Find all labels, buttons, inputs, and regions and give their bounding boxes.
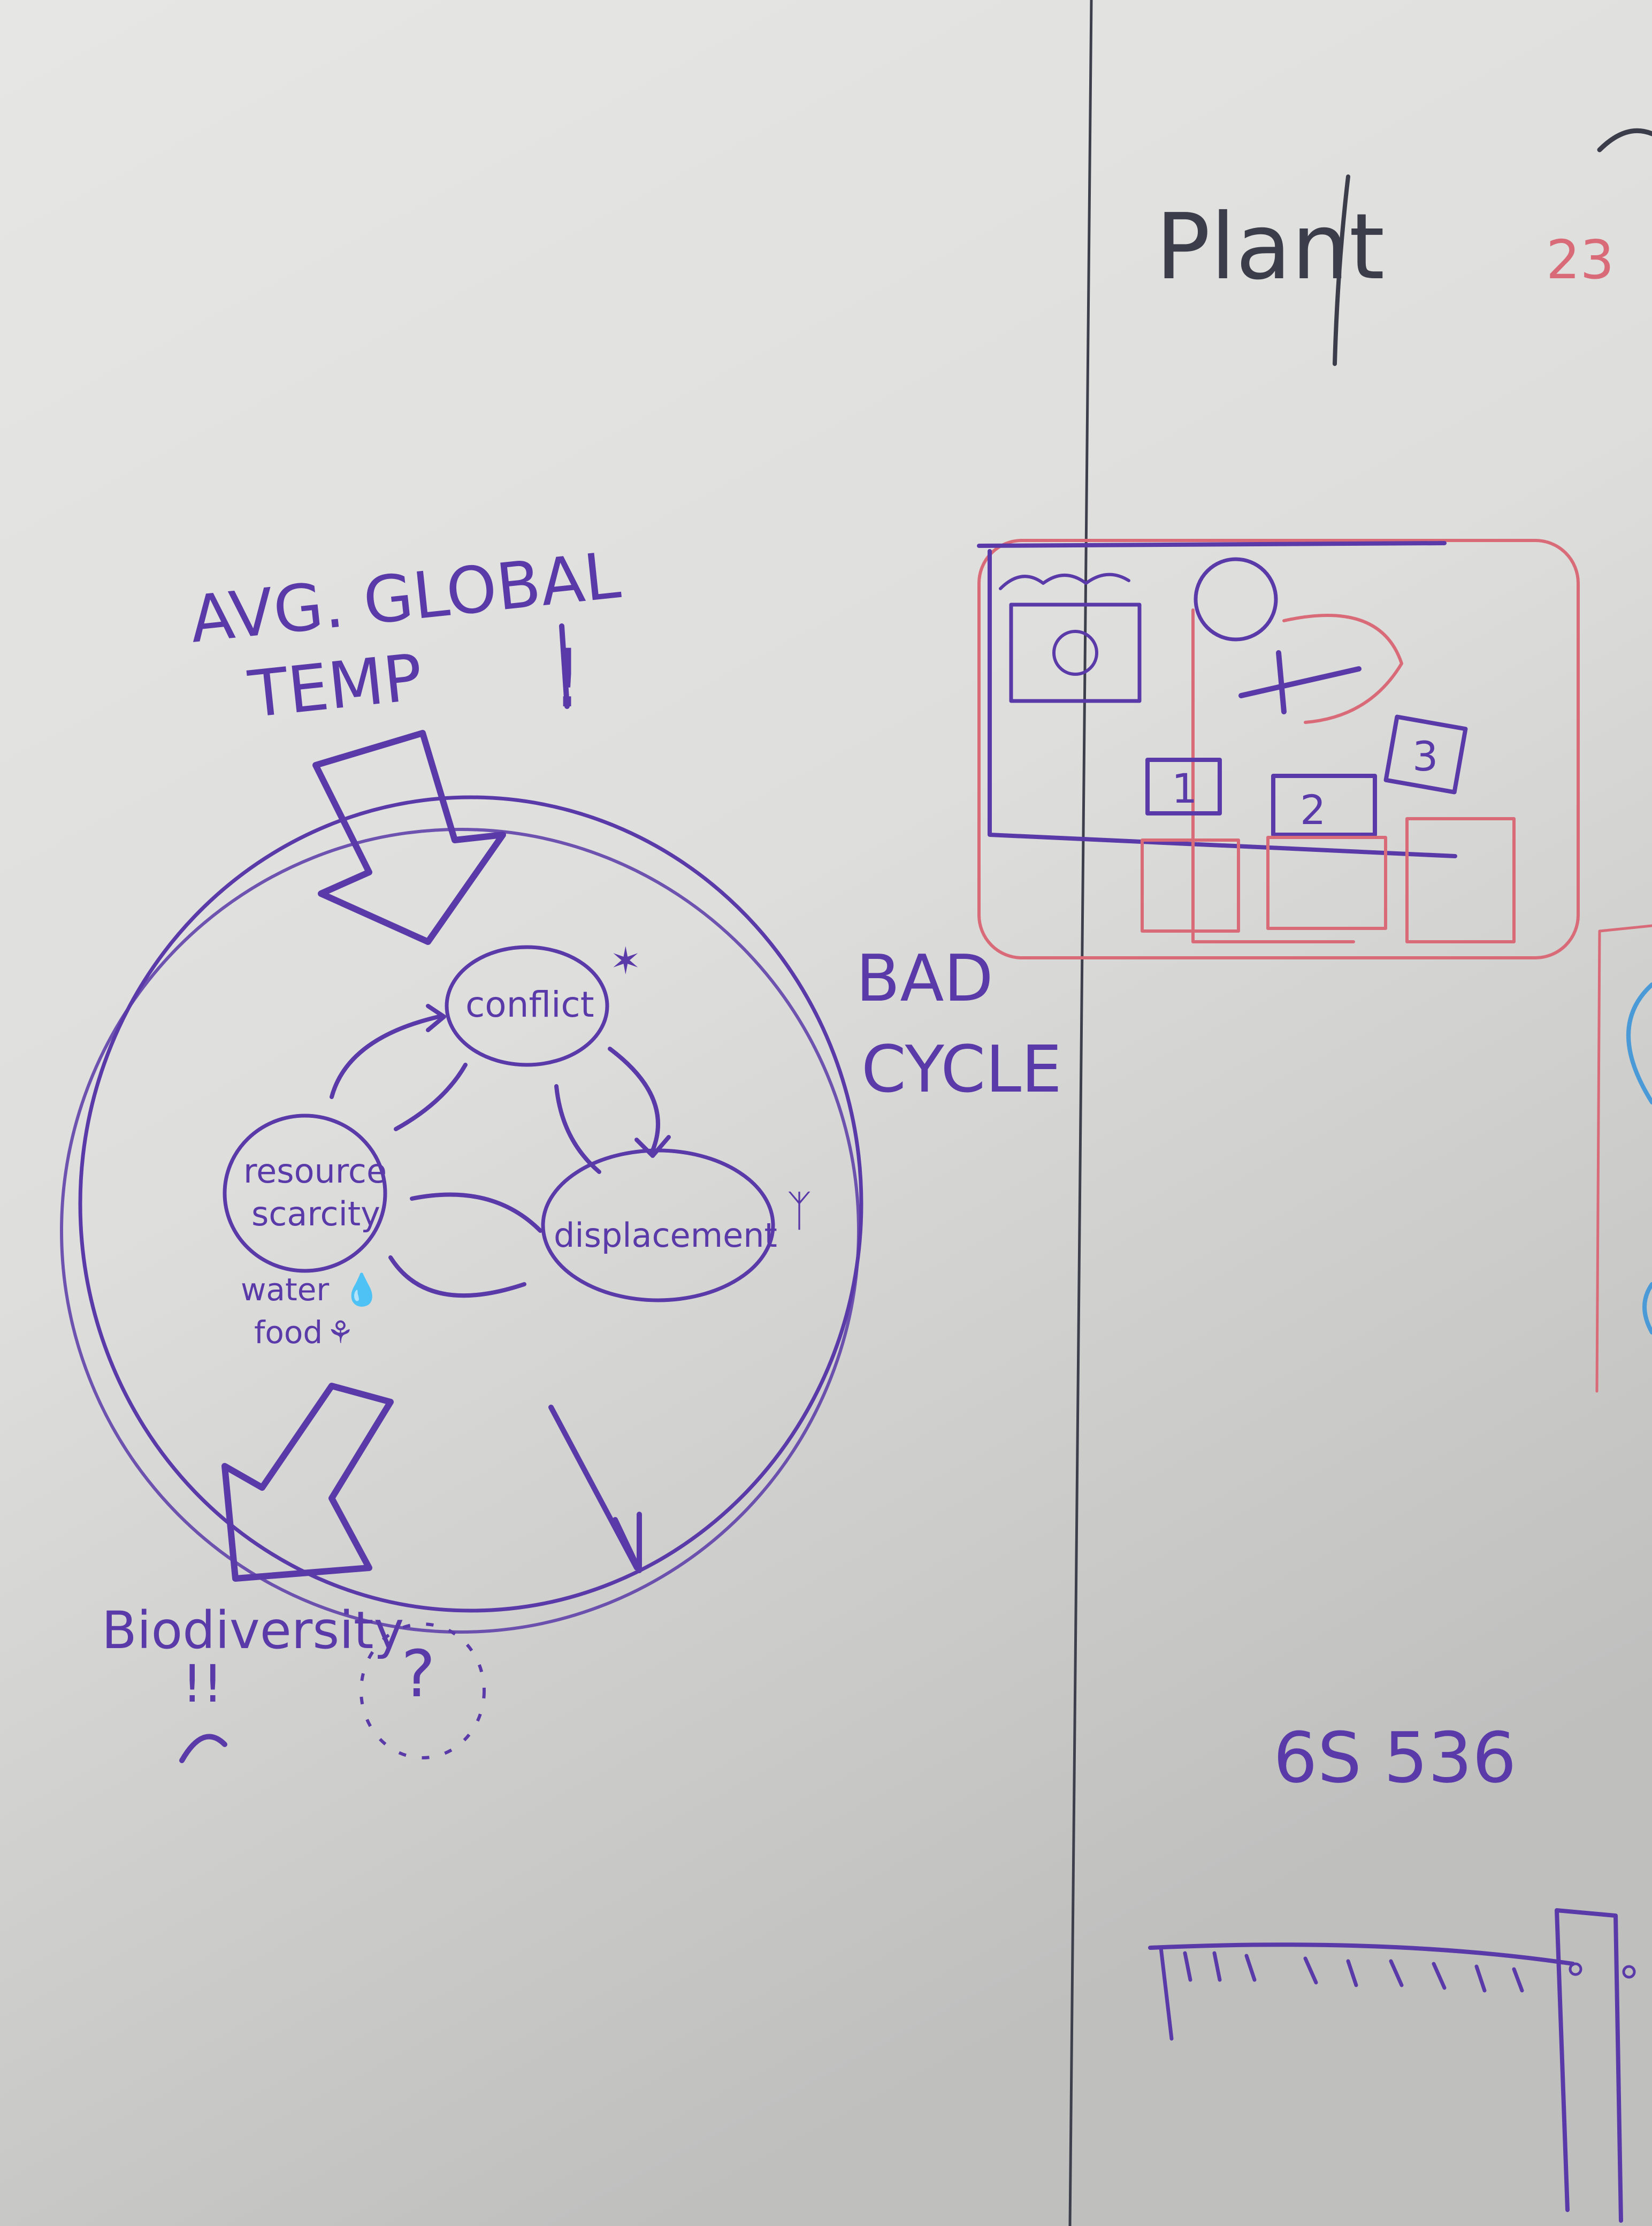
- star-icon: ✶: [610, 939, 641, 983]
- cycle-outer-circle: [78, 795, 863, 1613]
- dotted-circle: [360, 1622, 486, 1759]
- down-arrow-icon: [312, 730, 506, 945]
- sketch-red-curve: [1282, 614, 1403, 724]
- second-arrowhead: [613, 1512, 642, 1573]
- arrow-displacement-to-resource: [410, 1192, 542, 1233]
- sketch-box-2-label: 2: [1300, 786, 1326, 834]
- sketch-red-box-1: [1141, 838, 1240, 933]
- sketch-red-panel: [1191, 608, 1355, 943]
- sketch-image-box: [1009, 603, 1142, 703]
- frown-icon: [179, 1734, 227, 1763]
- right-panel: Plant 23 1 2 3 6S 536: [977, 128, 1652, 2223]
- wheat-icon: ⚘: [326, 1314, 354, 1351]
- sketch-magnifier-icon: [1052, 630, 1098, 676]
- sketch-purple-frame: [988, 549, 1457, 858]
- outcome-arrow-icon: [221, 1383, 394, 1582]
- arrow-resource-to-displacement: [388, 1255, 526, 1298]
- thermometer-icon: [559, 623, 570, 709]
- red-edge-line: [1595, 924, 1652, 1393]
- note-water: water: [241, 1271, 329, 1308]
- sketch-temp-circle: [1194, 557, 1278, 642]
- sketch-red-box-2: [1266, 836, 1387, 930]
- sketch-top-bar: [977, 541, 1447, 548]
- label-biodiversity-marks: !!: [182, 1654, 223, 1714]
- plant-stroke: [1333, 174, 1350, 366]
- panel-seam: [1068, 0, 1093, 2226]
- sketch-box-2: [1271, 774, 1377, 837]
- label-bad: BAD: [856, 942, 993, 1016]
- node-conflict-ellipse: [445, 945, 609, 1067]
- sketch-wave-line: [999, 573, 1130, 590]
- node-conflict-label: conflict: [465, 984, 594, 1025]
- ruler-ticks: [1159, 1946, 1524, 2041]
- small-dot-1: [1569, 1962, 1582, 1976]
- arrow-displacement-to-conflict: [554, 1084, 601, 1174]
- sketch-red-box-3: [1405, 817, 1516, 943]
- blue-arc-1: [1626, 982, 1652, 1104]
- arrow-resource-to-conflict: [330, 1015, 441, 1099]
- sketch-box-3: [1383, 714, 1468, 795]
- label-cycle: CYCLE: [861, 1033, 1062, 1107]
- label-question: ?: [401, 1637, 435, 1712]
- arrow-conflict-to-resource: [394, 1063, 468, 1131]
- sketch-box-1-label: 1: [1172, 765, 1197, 812]
- label-room-code: 6S 536: [1273, 1717, 1517, 1798]
- cycle-outer-circle-2: [60, 828, 860, 1634]
- label-red-digits: 23: [1546, 228, 1614, 291]
- blue-arc-2: [1642, 1282, 1652, 1335]
- sketch-outer-frame: [977, 539, 1580, 959]
- arrowhead-1: [426, 1004, 446, 1032]
- person-icon: ᛉ: [786, 1186, 812, 1236]
- node-resource-label-1: resource: [243, 1152, 387, 1191]
- sketch-cross-lines: [1238, 650, 1362, 714]
- water-drop-icon: 💧: [342, 1271, 381, 1308]
- arrowhead-2: [634, 1135, 671, 1158]
- second-arrow-shaft: [548, 1405, 639, 1571]
- note-food: food: [254, 1314, 323, 1351]
- label-biodiversity: Biodiversity: [102, 1600, 404, 1660]
- tall-box-outline: [1555, 1908, 1623, 2223]
- sketch-box-3-label: 3: [1412, 733, 1438, 780]
- node-displacement-label: displacement: [554, 1216, 777, 1255]
- partial-mark: [1597, 128, 1652, 153]
- arrow-conflict-to-displacement: [608, 1047, 660, 1153]
- sketch-box-1: [1145, 758, 1222, 815]
- heading-line2: TEMP: [245, 641, 426, 733]
- ruler-line: [1148, 1942, 1575, 1966]
- small-dot-2: [1622, 1965, 1636, 1979]
- node-resource-label-2: scarcity: [251, 1194, 380, 1233]
- node-resource-ellipse: [223, 1114, 387, 1273]
- label-plant: Plant: [1156, 194, 1385, 300]
